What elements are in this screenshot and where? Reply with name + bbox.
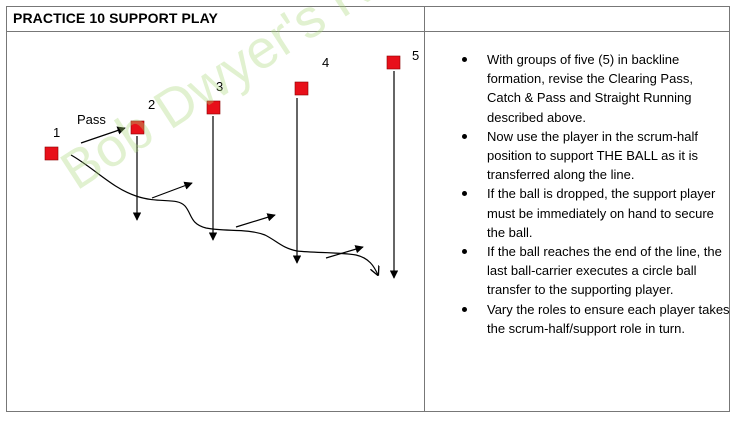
header-row: PRACTICE 10 SUPPORT PLAY [7,7,729,32]
bullet-icon [462,249,467,255]
player-number-2: 2 [148,97,155,112]
player-marker-5 [386,55,401,70]
player-marker-1 [44,146,59,161]
player-number-1: 1 [53,125,60,140]
player-marker-3 [206,100,221,115]
support-play-diagram: 1 2 3 4 5 Pass [44,48,419,279]
player-marker-4 [294,81,309,96]
list-item: With groups of five (5) in backline form… [448,50,730,127]
pass-label: Pass [77,112,106,127]
bullet-icon [462,57,467,62]
column-divider [424,7,425,411]
support-run-path [70,154,378,275]
player-number-3: 3 [216,79,223,94]
list-item: If the ball is dropped, the support play… [448,184,730,242]
pass-arrow-2-3 [151,181,193,199]
player-marker-2 [130,120,145,135]
player-number-5: 5 [412,48,419,63]
practice-title: PRACTICE 10 SUPPORT PLAY [13,10,218,26]
pass-arrow-4-5 [325,245,364,259]
list-item: Now use the player in the scrum-half pos… [448,127,730,185]
list-item: Vary the roles to ensure each player tak… [448,300,730,338]
practice-table: PRACTICE 10 SUPPORT PLAY 1 2 3 4 5 Pass [6,6,730,412]
bullet-icon [462,191,467,197]
instruction-list: With groups of five (5) in backline form… [448,50,730,338]
bullet-icon [462,133,467,139]
bullet-icon [462,306,467,312]
pass-arrow-3-4 [235,213,276,228]
player-number-4: 4 [322,55,329,70]
pass-arrow [80,126,126,144]
list-item: If the ball reaches the end of the line,… [448,242,730,300]
